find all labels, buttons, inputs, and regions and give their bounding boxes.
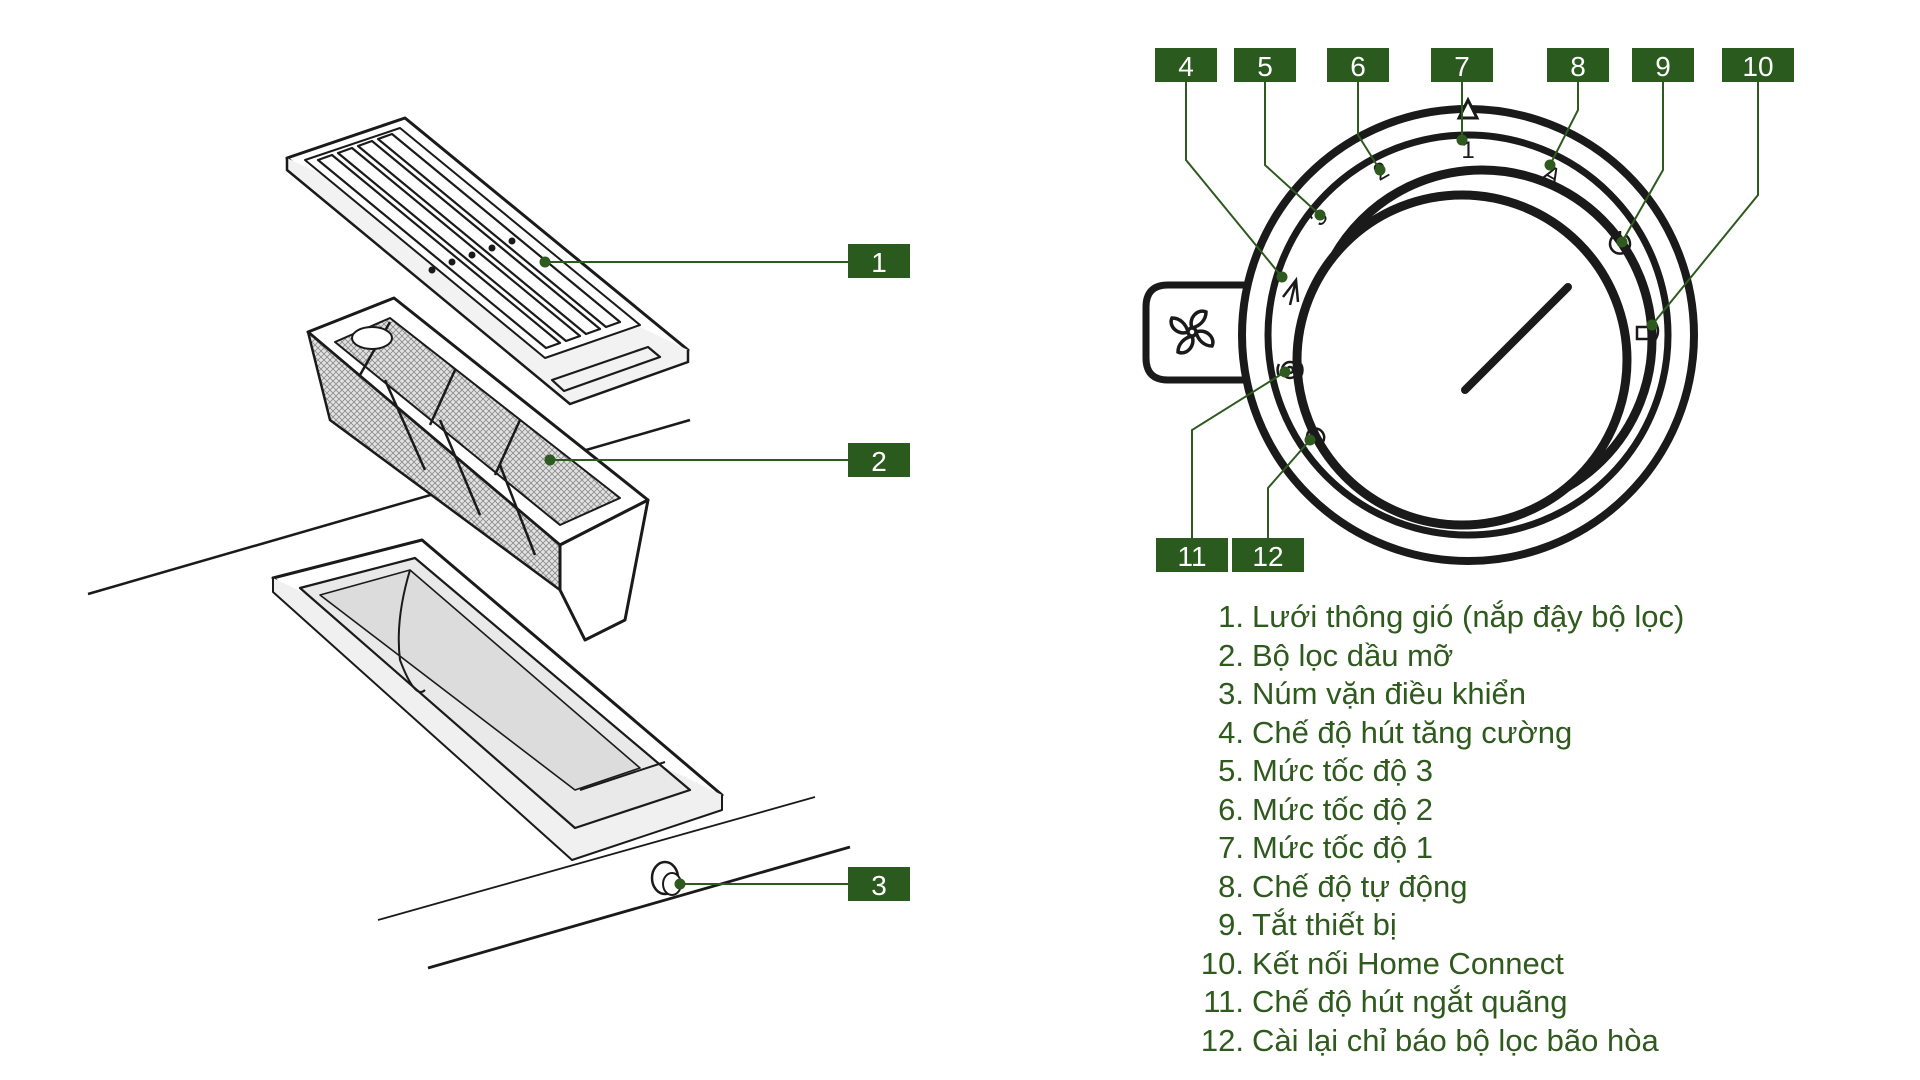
legend-item: 7.Mức tốc độ 1 <box>1180 829 1900 868</box>
left-leaders <box>539 256 850 890</box>
callout-label: 5 <box>1257 51 1273 82</box>
callout-label: 1 <box>871 247 887 278</box>
callout-label: 6 <box>1350 51 1366 82</box>
dial-leaders <box>1185 80 1759 540</box>
legend-text: Kết nối Home Connect <box>1252 945 1564 981</box>
legend-item: 2.Bộ lọc dầu mỡ <box>1180 637 1900 676</box>
legend-text: Núm vặn điều khiển <box>1252 676 1526 712</box>
ventilation-grille[interactable] <box>285 116 690 406</box>
callout-9: 9 <box>1632 48 1694 82</box>
callout-1: 1 <box>848 244 910 278</box>
intensive-mode-icon <box>1282 276 1300 306</box>
callout-label: 4 <box>1178 51 1194 82</box>
callout-5: 5 <box>1234 48 1296 82</box>
worktop <box>87 418 851 970</box>
legend-number: 7. <box>1218 830 1244 866</box>
callout-6: 6 <box>1327 48 1389 82</box>
callout-10: 10 <box>1722 48 1794 82</box>
legend-number: 4. <box>1218 714 1244 750</box>
grease-filter[interactable] <box>306 296 650 642</box>
dial-knob[interactable] <box>1292 165 1657 530</box>
callout-label: 2 <box>871 446 887 477</box>
legend-text: Mức tốc độ 1 <box>1252 830 1433 866</box>
control-knob[interactable] <box>650 860 682 896</box>
callout-label: 3 <box>871 870 887 901</box>
legend-list: 1.Lưới thông gió (nắp đậy bộ lọc) 2.Bộ l… <box>1180 598 1900 1060</box>
legend-text: Mức tốc độ 3 <box>1252 753 1433 789</box>
legend-text: Cài lại chỉ báo bộ lọc bão hòa <box>1252 1022 1659 1058</box>
legend-number: 1. <box>1218 599 1244 635</box>
callout-3: 3 <box>848 867 910 901</box>
callout-2: 2 <box>848 443 910 477</box>
callout-label: 9 <box>1655 51 1671 82</box>
legend-item: 9.Tắt thiết bị <box>1180 906 1900 945</box>
callout-label: 11 <box>1177 541 1206 572</box>
legend-number: 9. <box>1218 907 1244 943</box>
legend-number: 5. <box>1218 753 1244 789</box>
legend-number: 10. <box>1200 945 1244 981</box>
fan-tab <box>1142 281 1250 384</box>
legend-item: 10.Kết nối Home Connect <box>1180 945 1900 984</box>
legend-number: 2. <box>1218 637 1244 673</box>
legend-text: Chế độ tự động <box>1252 868 1468 904</box>
legend-text: Chế độ hút tăng cường <box>1252 714 1573 750</box>
legend-item: 6.Mức tốc độ 2 <box>1180 791 1900 830</box>
legend-item: 3.Núm vặn điều khiển <box>1180 675 1900 714</box>
legend-item: 1.Lưới thông gió (nắp đậy bộ lọc) <box>1180 598 1900 637</box>
callout-label: 10 <box>1742 51 1773 82</box>
legend-number: 8. <box>1218 868 1244 904</box>
legend-number: 3. <box>1218 676 1244 712</box>
callout-label: 7 <box>1454 51 1470 82</box>
legend-item: 4.Chế độ hút tăng cường <box>1180 714 1900 753</box>
callout-label: 12 <box>1252 541 1283 572</box>
dial-pointer <box>1456 96 1480 120</box>
fan-icon <box>1169 309 1215 355</box>
legend-text: Bộ lọc dầu mỡ <box>1252 637 1454 673</box>
legend-number: 11. <box>1203 984 1244 1020</box>
callout-11: 11 <box>1156 538 1228 572</box>
legend-item: 12.Cài lại chỉ báo bộ lọc bão hòa <box>1180 1022 1900 1061</box>
legend-text: Chế độ hút ngắt quãng <box>1252 984 1568 1020</box>
legend-item: 5.Mức tốc độ 3 <box>1180 752 1900 791</box>
legend-number: 12. <box>1200 1022 1244 1058</box>
callout-12: 12 <box>1232 538 1304 572</box>
legend-number: 6. <box>1218 791 1244 827</box>
callout-8: 8 <box>1547 48 1609 82</box>
legend-text: Mức tốc độ 2 <box>1252 791 1433 827</box>
callout-label: 8 <box>1570 51 1586 82</box>
filter-housing <box>271 538 724 861</box>
legend-item: 11.Chế độ hút ngắt quãng <box>1180 983 1900 1022</box>
legend-text: Lưới thông gió (nắp đậy bộ lọc) <box>1252 599 1685 635</box>
legend-item: 8.Chế độ tự động <box>1180 868 1900 907</box>
callout-7: 7 <box>1431 48 1493 82</box>
legend-text: Tắt thiết bị <box>1252 907 1397 943</box>
callout-4: 4 <box>1155 48 1217 82</box>
